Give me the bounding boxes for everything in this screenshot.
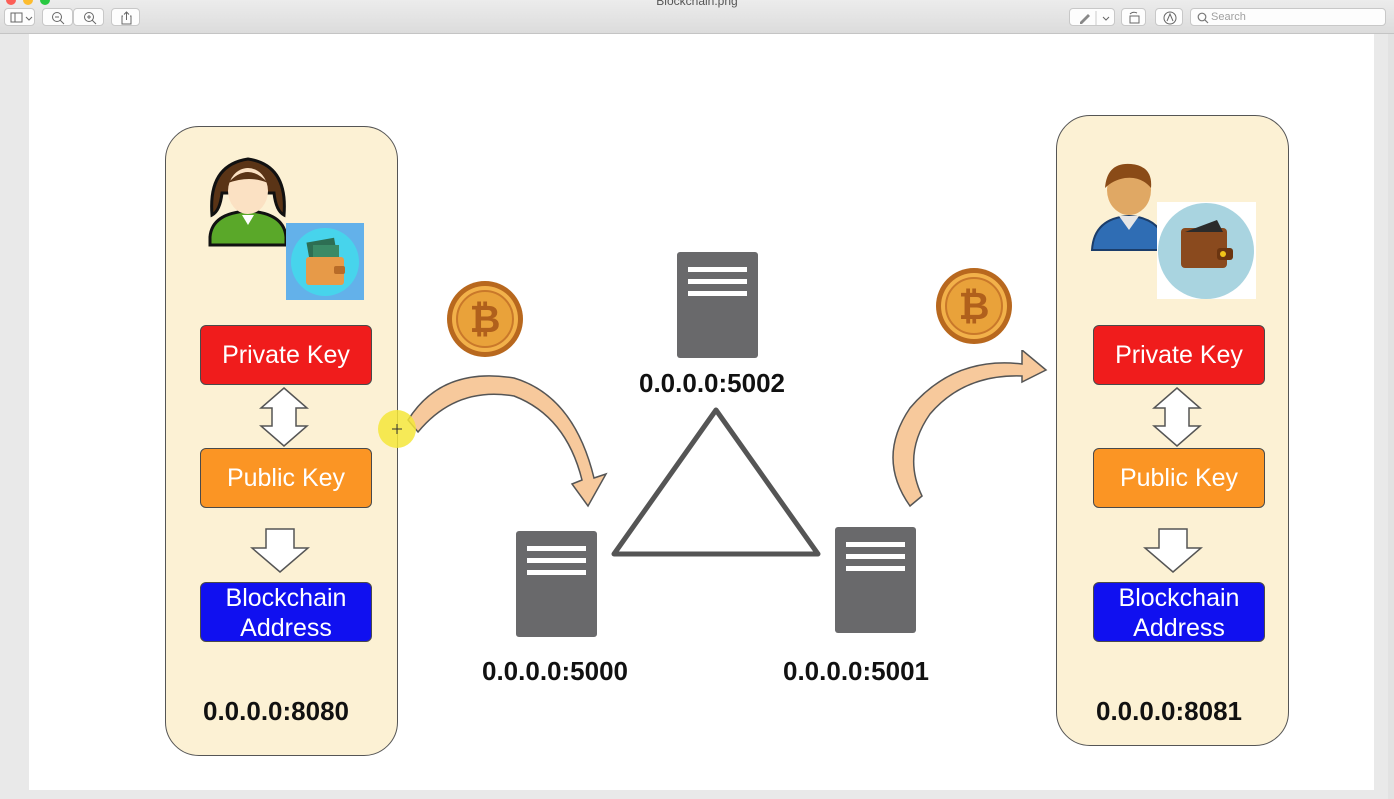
annotate-button[interactable] (1155, 8, 1183, 26)
markup-pen-button[interactable] (1069, 8, 1115, 26)
right-address-line2: Address (1133, 614, 1225, 642)
rotate-button[interactable] (1121, 8, 1146, 26)
network-triangle (611, 407, 821, 557)
wallet-icon (1158, 203, 1254, 299)
left-down-arrow-icon (250, 528, 310, 573)
right-down-arrow-icon (1143, 528, 1203, 573)
curved-arrow-left-icon (407, 375, 608, 508)
right-blockchain-address: Blockchain Address (1093, 582, 1265, 642)
sidebar-icon (10, 12, 33, 23)
bitcoin-coin-left-icon: ₿ (447, 281, 523, 357)
server-top-ip: 0.0.0.0:5002 (639, 368, 786, 398)
minimize-window-button[interactable] (23, 0, 33, 5)
share-button[interactable] (111, 8, 140, 26)
right-private-key: Private Key (1093, 325, 1265, 385)
left-private-key: Private Key (200, 325, 372, 385)
zoom-in-button[interactable] (73, 8, 104, 26)
server-left-ip: 0.0.0.0:5000 (482, 656, 629, 686)
svg-text:₿: ₿ (470, 297, 501, 341)
wallet-image-right (1157, 202, 1256, 299)
scrollbar-track[interactable] (1388, 34, 1394, 799)
rotate-icon (1129, 11, 1140, 24)
female-user-icon (208, 157, 288, 247)
search-field[interactable]: Search (1190, 8, 1386, 26)
curved-arrow-right-icon (892, 350, 1048, 508)
server-top-icon (677, 252, 758, 358)
zoom-out-button[interactable] (42, 8, 73, 26)
left-double-arrow-icon (258, 387, 310, 447)
right-address-line1: Blockchain (1118, 584, 1240, 612)
close-window-button[interactable] (6, 0, 16, 5)
annotate-icon (1163, 11, 1177, 25)
server-right-ip: 0.0.0.0:5001 (783, 656, 930, 686)
left-address-line2: Address (240, 614, 332, 642)
server-left-icon (516, 531, 597, 637)
share-icon (121, 11, 132, 25)
left-node-ip: 0.0.0.0:8080 (203, 696, 350, 726)
cursor-highlight (378, 410, 416, 448)
svg-text:₿: ₿ (959, 284, 990, 328)
pen-icon (1080, 11, 1110, 25)
left-public-key: Public Key (200, 448, 372, 508)
wallet-image (286, 223, 364, 300)
zoom-in-icon (84, 12, 97, 25)
zoom-window-button[interactable] (40, 0, 50, 5)
zoom-out-icon (52, 12, 65, 25)
left-blockchain-address: Blockchain Address (200, 582, 372, 642)
server-right-icon (835, 527, 916, 633)
right-public-key: Public Key (1093, 448, 1265, 508)
toolbar: Blockchain.png (0, 0, 1394, 34)
bitcoin-coin-right-icon: ₿ (936, 268, 1012, 344)
sidebar-toggle-button[interactable] (4, 8, 35, 26)
left-address-line1: Blockchain (225, 584, 347, 612)
window-title: Blockchain.png (656, 0, 738, 8)
search-placeholder: Search (1211, 11, 1246, 23)
search-icon (1197, 12, 1209, 24)
right-double-arrow-icon (1151, 387, 1203, 447)
right-node-ip: 0.0.0.0:8081 (1096, 696, 1243, 726)
wallet-icon (291, 228, 359, 296)
